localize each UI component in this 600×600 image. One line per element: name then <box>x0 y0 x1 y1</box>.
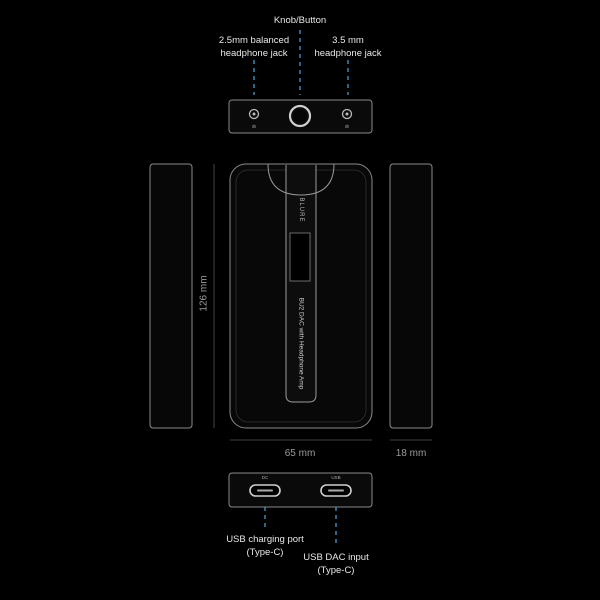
device-front-view <box>229 163 373 429</box>
charging-port-label-line2: (Type-C) <box>246 547 284 558</box>
device-top-view: ⋒ ⋒ <box>228 99 373 134</box>
depth-dimension-label: 18 mm <box>395 448 427 459</box>
jack35-label-line1: 3.5 mm <box>332 35 364 46</box>
jack35-label-line2: headphone jack <box>314 48 382 59</box>
device-right-side-view <box>389 163 433 429</box>
device-model-text: BU2 DAC with Headphone Amp <box>297 297 305 390</box>
svg-text:⋒: ⋒ <box>252 124 256 130</box>
dac-port-label-line1: USB DAC input <box>303 552 369 563</box>
port-label-usb: USB <box>331 475 341 480</box>
knob-icon <box>288 104 312 128</box>
balanced-jack-label-line2: headphone jack <box>220 48 288 59</box>
svg-text:⋒: ⋒ <box>345 124 349 130</box>
height-dimension-label: 126 mm <box>198 275 210 312</box>
device-screen <box>289 232 311 282</box>
jack35-icon <box>341 108 353 120</box>
device-brand-logo: BLURE <box>298 197 304 223</box>
charging-port-label-line1: USB charging port <box>226 534 304 545</box>
balanced-jack-label-line1: 2.5mm balanced <box>218 35 290 46</box>
port-label-dc: DC <box>261 475 269 480</box>
knob-button-label: Knob/Button <box>273 15 327 26</box>
width-dimension-label: 65 mm <box>284 448 316 459</box>
device-bottom-view <box>228 472 373 508</box>
balanced-jack-icon <box>248 108 260 120</box>
dac-port-label-line2: (Type-C) <box>317 565 355 576</box>
device-left-side-view <box>149 163 193 429</box>
